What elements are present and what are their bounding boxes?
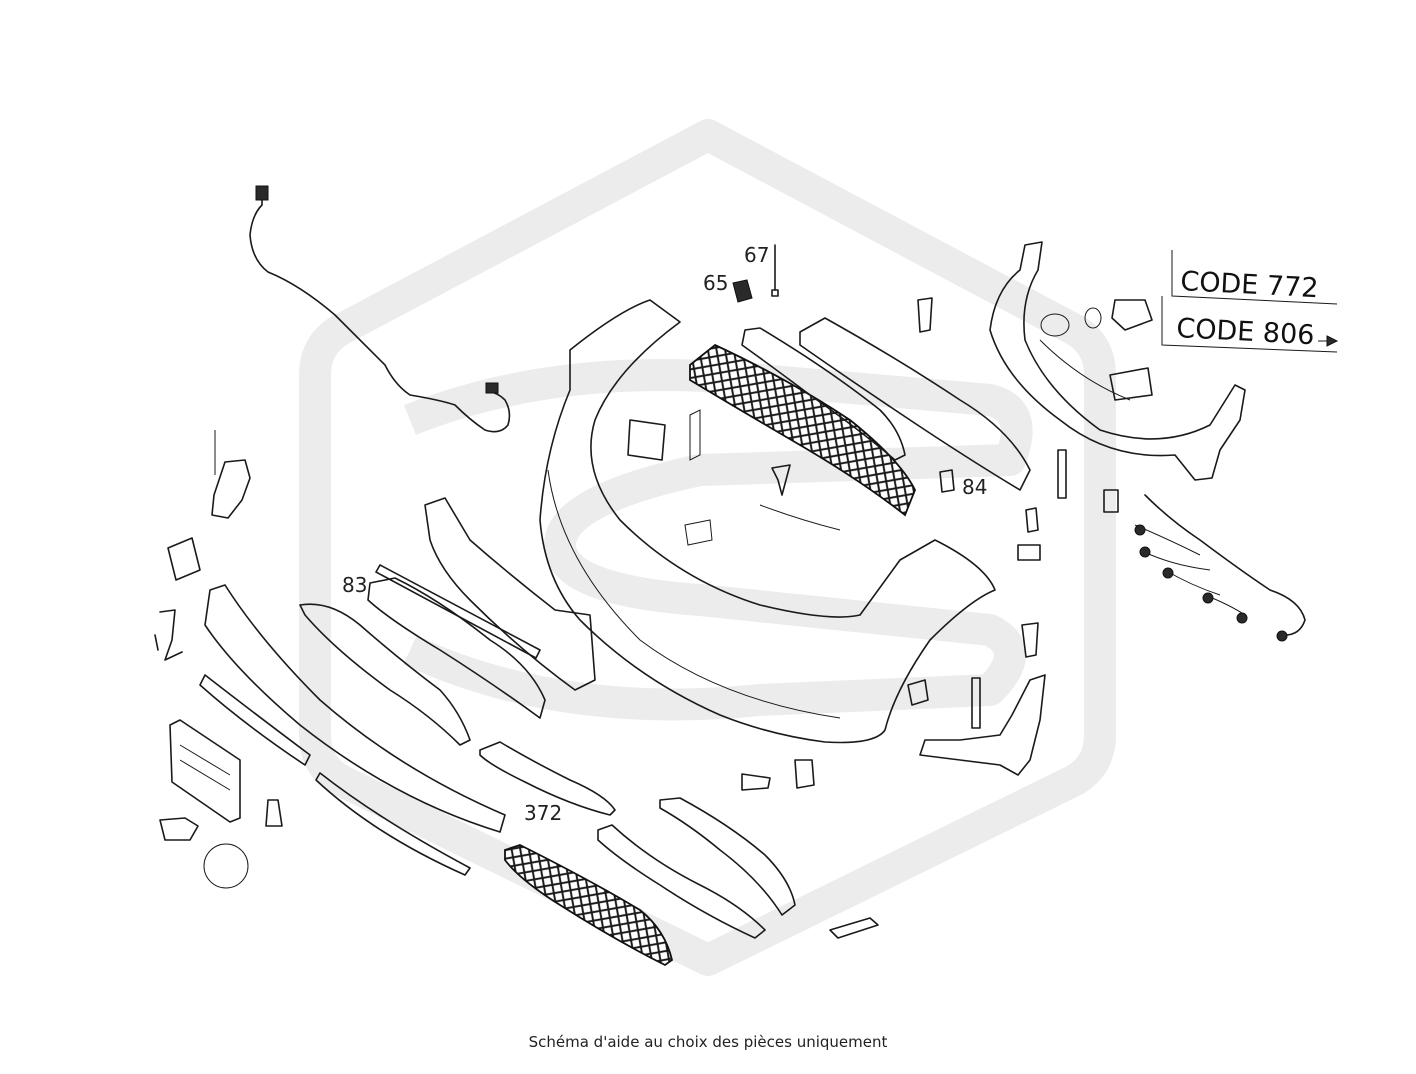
callout-numbers: 65 67 83 84 372 <box>342 243 987 825</box>
callout-84: 84 <box>962 475 987 499</box>
diagram-caption: Schéma d'aide au choix des pièces unique… <box>528 1033 888 1051</box>
lower-trim-pieces <box>479 741 796 939</box>
callout-67: 67 <box>744 243 769 267</box>
callout-83: 83 <box>342 573 367 597</box>
fasteners <box>741 297 1119 939</box>
callout-372: 372 <box>524 801 562 825</box>
upper-grille <box>689 343 916 517</box>
code-806-label: CODE 806 <box>1176 313 1316 351</box>
lower-grille <box>504 844 674 967</box>
wiring-harness-right <box>1134 494 1306 642</box>
license-plate-bracket <box>159 719 283 889</box>
left-bracket-parts <box>154 430 251 661</box>
bumper-support-right <box>989 241 1246 481</box>
clip-65-screw-67 <box>732 244 779 303</box>
arrow-right-icon <box>1326 335 1339 347</box>
side-bracket-right <box>919 674 1046 776</box>
bumper-cover <box>539 299 996 744</box>
code-772-label: CODE 772 <box>1180 266 1320 304</box>
wiring-harness-left <box>249 185 511 433</box>
callout-65: 65 <box>703 271 728 295</box>
code-box-group: CODE 772 CODE 806 <box>1161 250 1339 353</box>
bumper-trim-strips-left <box>199 584 506 876</box>
reinforcement-beam-83 <box>367 497 596 719</box>
upper-brackets <box>627 317 1031 491</box>
